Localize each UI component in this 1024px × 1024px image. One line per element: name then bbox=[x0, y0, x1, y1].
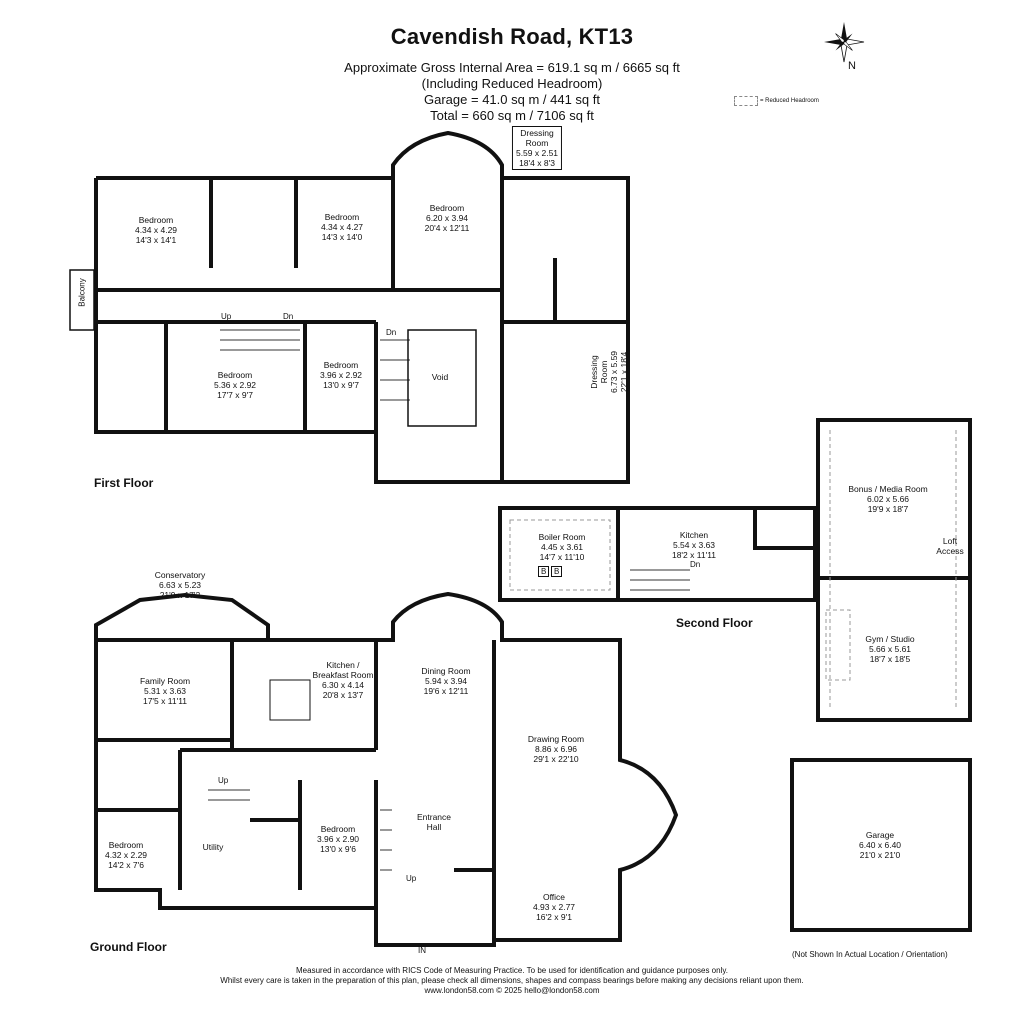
plan-title: Cavendish Road, KT13 bbox=[390, 24, 634, 49]
ff-stairs-down-label-2: Dn bbox=[386, 328, 397, 337]
area-line-total: Total = 660 sq m / 7106 sq ft bbox=[430, 108, 594, 123]
footer-line-3: www.london58.com © 2025 hello@london58.c… bbox=[424, 986, 600, 995]
legend-label: = Reduced Headroom bbox=[760, 98, 819, 104]
entrance-in-label: IN bbox=[418, 946, 426, 955]
first-floor-label: First Floor bbox=[94, 476, 154, 490]
compass-north-label: N bbox=[848, 60, 856, 72]
boiler-b1: B bbox=[538, 566, 550, 577]
disclaimer-footer: Measured in accordance with RICS Code of… bbox=[0, 966, 1024, 996]
area-line-garage: Garage = 41.0 sq m / 441 sq ft bbox=[424, 92, 600, 107]
ground-floor-label: Ground Floor bbox=[90, 940, 167, 954]
reduced-headroom-legend: = Reduced Headroom bbox=[734, 96, 819, 106]
sf-stairs-down-label: Dn bbox=[690, 560, 701, 569]
gf-stairs-up-label-2: Up bbox=[406, 874, 417, 883]
area-line-gia: Approximate Gross Internal Area = 619.1 … bbox=[344, 60, 680, 75]
ground-floor-outline bbox=[94, 591, 679, 947]
area-summary: Approximate Gross Internal Area = 619.1 … bbox=[0, 60, 1024, 124]
ff-stairs-down-label: Dn bbox=[283, 312, 294, 321]
footer-line-1: Measured in accordance with RICS Code of… bbox=[296, 966, 728, 975]
garage-outline bbox=[790, 758, 972, 932]
ff-stairs-up-label: Up bbox=[221, 312, 232, 321]
gf-stairs-up-label: Up bbox=[218, 776, 229, 785]
room-ff-void: Void bbox=[431, 372, 449, 382]
garage-location-note: (Not Shown In Actual Location / Orientat… bbox=[792, 950, 948, 959]
area-line-headroom: (Including Reduced Headroom) bbox=[421, 76, 603, 91]
room-gf-utility: Utility bbox=[202, 842, 224, 852]
second-floor-outline bbox=[498, 506, 817, 602]
footer-line-2: Whilst every care is taken in the prepar… bbox=[220, 976, 804, 985]
balcony-label: Balcony bbox=[77, 278, 87, 307]
second-floor-label: Second Floor bbox=[676, 616, 753, 630]
compass-icon bbox=[824, 22, 865, 63]
dashed-swatch-icon bbox=[734, 96, 758, 106]
boiler-b2: B bbox=[551, 566, 563, 577]
